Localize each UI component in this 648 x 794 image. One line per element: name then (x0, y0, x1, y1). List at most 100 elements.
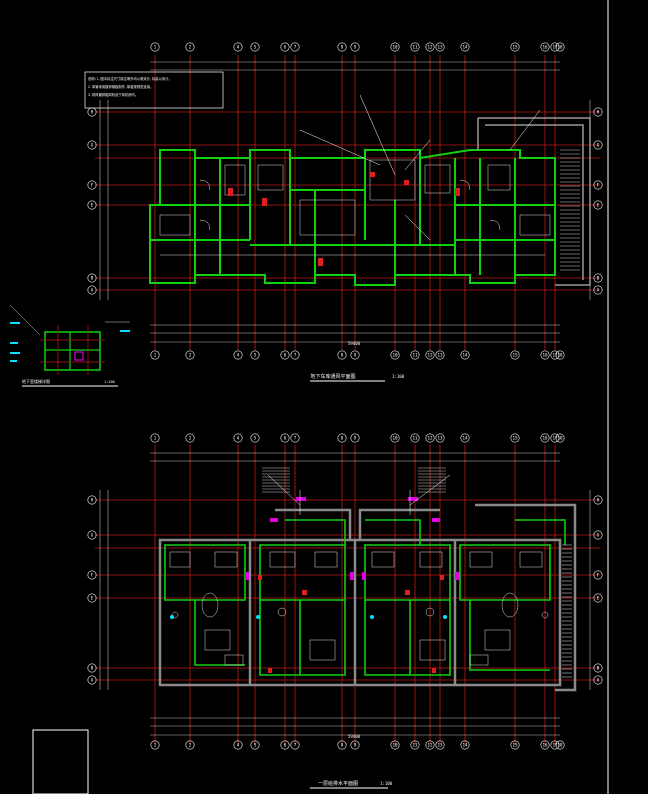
bottom-col-top-7-label: 9 (354, 436, 357, 441)
top-col-bottom-1-circle (185, 350, 195, 360)
top-row-left-3-label: E (91, 203, 94, 208)
top-col-bottom-10-label: 12 (427, 353, 433, 358)
bottom-entry-steps (262, 467, 446, 493)
top-col-bottom-9-circle (410, 350, 420, 360)
top-col-top-9-circle (410, 42, 420, 52)
bottom-row-right-2-label: F (597, 573, 600, 578)
bottom-col-top-15-label: 17 (552, 436, 558, 441)
top-col-top-13-label: 15 (512, 45, 518, 50)
bottom-row-right-5-label: A (597, 678, 600, 683)
bottom-col-top-15-circle (550, 433, 560, 443)
bottom-col-bottom-4-circle (280, 740, 290, 750)
bottom-col-bottom-13-circle (510, 740, 520, 750)
bottom-col-top-10-label: 12 (427, 436, 433, 441)
bottom-col-bottom-8-circle (390, 740, 400, 750)
top-col-top-1-circle (185, 42, 195, 52)
bottom-cyan-fixtures (170, 615, 447, 619)
top-col-bottom-4-circle (280, 350, 290, 360)
bottom-row-left-0-label: H (91, 498, 94, 503)
top-col-top-7-label: 9 (354, 45, 357, 50)
bottom-col-bottom-12-circle (460, 740, 470, 750)
bottom-col-top-9-label: 11 (412, 436, 418, 441)
top-row-left-5-label: A (91, 288, 94, 293)
top-col-top-5-circle (290, 42, 300, 52)
top-col-bottom-4-label: 6 (284, 353, 287, 358)
bottom-col-top-10-circle (425, 433, 435, 443)
bottom-plan-scale: 1:100 (380, 781, 393, 786)
top-col-bottom-0-circle (150, 350, 160, 360)
top-col-top-14-label: 16 (542, 45, 548, 50)
bottom-col-top-13-label: 15 (512, 436, 518, 441)
top-row-right-2-label: F (597, 183, 600, 188)
bottom-col-top-5-label: 7 (294, 436, 297, 441)
bottom-total-dimension: 59400 (348, 734, 361, 739)
top-interior-details (159, 159, 551, 256)
top-col-top-15-label: 17 (552, 45, 558, 50)
top-col-top-7-circle (350, 42, 360, 52)
bottom-col-bottom-10-circle (425, 740, 435, 750)
top-col-bottom-14-label: 16 (542, 353, 548, 358)
top-col-bottom-7-label: 9 (354, 353, 357, 358)
bottom-row-right-0-circle (593, 495, 603, 505)
bottom-col-bottom-3-circle (250, 740, 260, 750)
bottom-col-bottom-8-label: 10 (392, 743, 398, 748)
bottom-row-left-3-label: E (91, 596, 94, 601)
bottom-col-top-1-circle (185, 433, 195, 443)
top-col-top-3-circle (250, 42, 260, 52)
bottom-row-right-4-label: B (597, 666, 600, 671)
top-note-line-2: 2.风管采用镀锌钢板制作,厚度按规范选用。 (88, 84, 153, 89)
bottom-col-bottom-1-circle (185, 740, 195, 750)
bottom-col-bottom-5-label: 7 (294, 743, 297, 748)
bottom-plan-title: 一层给排水平面图 (318, 780, 358, 787)
bottom-row-right-2-circle (593, 570, 603, 580)
bottom-col-bottom-3-label: 5 (254, 743, 257, 748)
bottom-col-top-12-circle (460, 433, 470, 443)
bottom-row-right-4-circle (593, 663, 603, 673)
top-col-bottom-2-label: 4 (237, 353, 240, 358)
bottom-col-bottom-0-label: 1 (154, 743, 157, 748)
top-col-top-9-label: 11 (412, 45, 418, 50)
top-col-bottom-0-label: 1 (154, 353, 157, 358)
top-col-bottom-11-circle (435, 350, 445, 360)
bottom-col-bottom-9-circle (410, 740, 420, 750)
top-col-top-2-label: 4 (237, 45, 240, 50)
bottom-row-left-2-label: F (91, 573, 94, 578)
top-row-left-0-label: H (91, 110, 94, 115)
bottom-col-top-2-circle (233, 433, 243, 443)
bottom-col-top-11-circle (435, 433, 445, 443)
top-col-top-10-circle (425, 42, 435, 52)
top-col-bottom-16-circle (555, 350, 565, 360)
bottom-col-bottom-12-label: 14 (462, 743, 468, 748)
top-col-bottom-11-label: 13 (437, 353, 443, 358)
bottom-col-bottom-11-circle (435, 740, 445, 750)
stair-detail: 地下室楼梯详图 1:100 (9, 304, 130, 387)
bottom-col-top-3-circle (250, 433, 260, 443)
bottom-red-marks (258, 575, 444, 673)
bottom-row-left-1-label: G (91, 533, 94, 538)
top-row-left-0-circle (87, 107, 97, 117)
bottom-col-bottom-2-circle (233, 740, 243, 750)
top-col-top-1-label: 2 (189, 45, 192, 50)
top-row-left-2-circle (87, 180, 97, 190)
top-note-line-3: 3.排风兼排烟风机设于风机房内。 (88, 92, 138, 97)
bottom-col-bottom-11-label: 13 (437, 743, 443, 748)
top-col-bottom-1-label: 2 (189, 353, 192, 358)
bottom-col-top-4-circle (280, 433, 290, 443)
top-row-left-4-circle (87, 273, 97, 283)
bottom-col-bottom-14-label: 16 (542, 743, 548, 748)
bottom-col-top-14-label: 16 (542, 436, 548, 441)
bottom-col-top-5-circle (290, 433, 300, 443)
bottom-col-top-4-label: 6 (284, 436, 287, 441)
bottom-col-bottom-6-circle (337, 740, 347, 750)
top-row-left-1-circle (87, 140, 97, 150)
top-col-bottom-5-circle (290, 350, 300, 360)
bottom-col-bottom-16-label: 18 (557, 743, 563, 748)
top-col-top-6-circle (337, 42, 347, 52)
bottom-row-left-5-circle (87, 675, 97, 685)
bottom-axis-grid (95, 445, 600, 745)
